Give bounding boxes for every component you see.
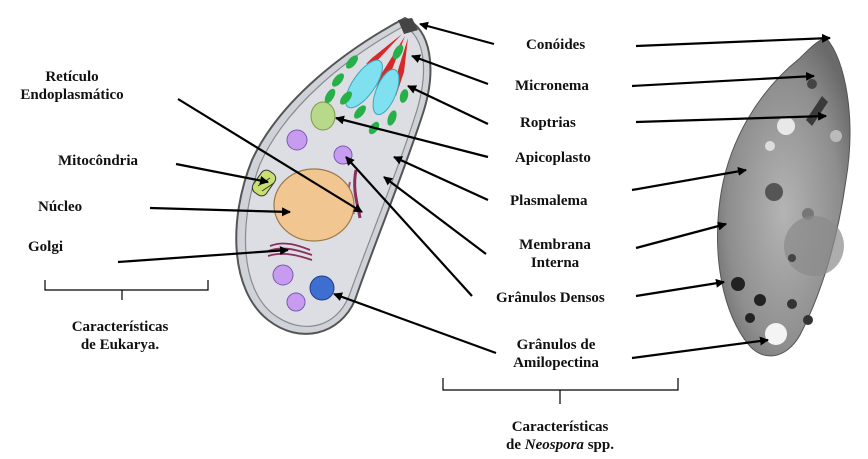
label-neospora-suffix: spp. <box>584 437 614 453</box>
label-reticulo: Retículo Endoplasmático <box>2 68 142 104</box>
label-nucleo: Núcleo <box>38 198 82 216</box>
label-reticulo-line1: Retículo <box>2 68 142 86</box>
bracket-eukarya <box>45 280 208 300</box>
label-neospora-prefix: de <box>506 437 525 453</box>
label-neospora-genus: Neospora <box>525 437 584 453</box>
label-mitocondria: Mitocôndria <box>58 152 138 170</box>
bracket-neospora <box>443 378 678 404</box>
label-micronema: Micronema <box>515 77 589 95</box>
label-amilopectina-line1: Grânulos de <box>496 336 616 354</box>
label-granulos-amilopectina: Grânulos de Amilopectina <box>496 336 616 372</box>
label-eukarya-line1: Características <box>50 318 190 336</box>
label-eukarya-group: Características de Eukarya. <box>50 318 190 354</box>
label-golgi: Golgi <box>28 238 63 256</box>
label-granulos-densos: Grânulos Densos <box>496 289 605 307</box>
micrograph <box>718 38 850 356</box>
cell-schematic <box>236 18 430 334</box>
label-membrana-line2: Interna <box>500 254 610 272</box>
label-amilopectina-line2: Amilopectina <box>496 354 616 372</box>
label-membrana-interna: Membrana Interna <box>500 236 610 272</box>
granulo-amilopectina-shape <box>310 276 334 300</box>
label-roptrias: Roptrias <box>520 114 576 132</box>
label-eukarya-line2: de Eukarya. <box>50 336 190 354</box>
label-neospora-line1: Características <box>490 418 630 436</box>
label-reticulo-line2: Endoplasmático <box>2 86 142 104</box>
label-plasmalema: Plasmalema <box>510 192 587 210</box>
label-conoides: Conóides <box>526 36 585 54</box>
label-neospora-group: Características de Neospora spp. <box>490 418 630 454</box>
label-apicoplasto: Apicoplasto <box>515 149 591 167</box>
label-neospora-line2: de Neospora spp. <box>490 436 630 454</box>
nucleo-shape <box>274 169 354 241</box>
micrograph-cell <box>718 38 850 356</box>
apicoplasto-shape <box>311 102 335 130</box>
label-membrana-line1: Membrana <box>500 236 610 254</box>
